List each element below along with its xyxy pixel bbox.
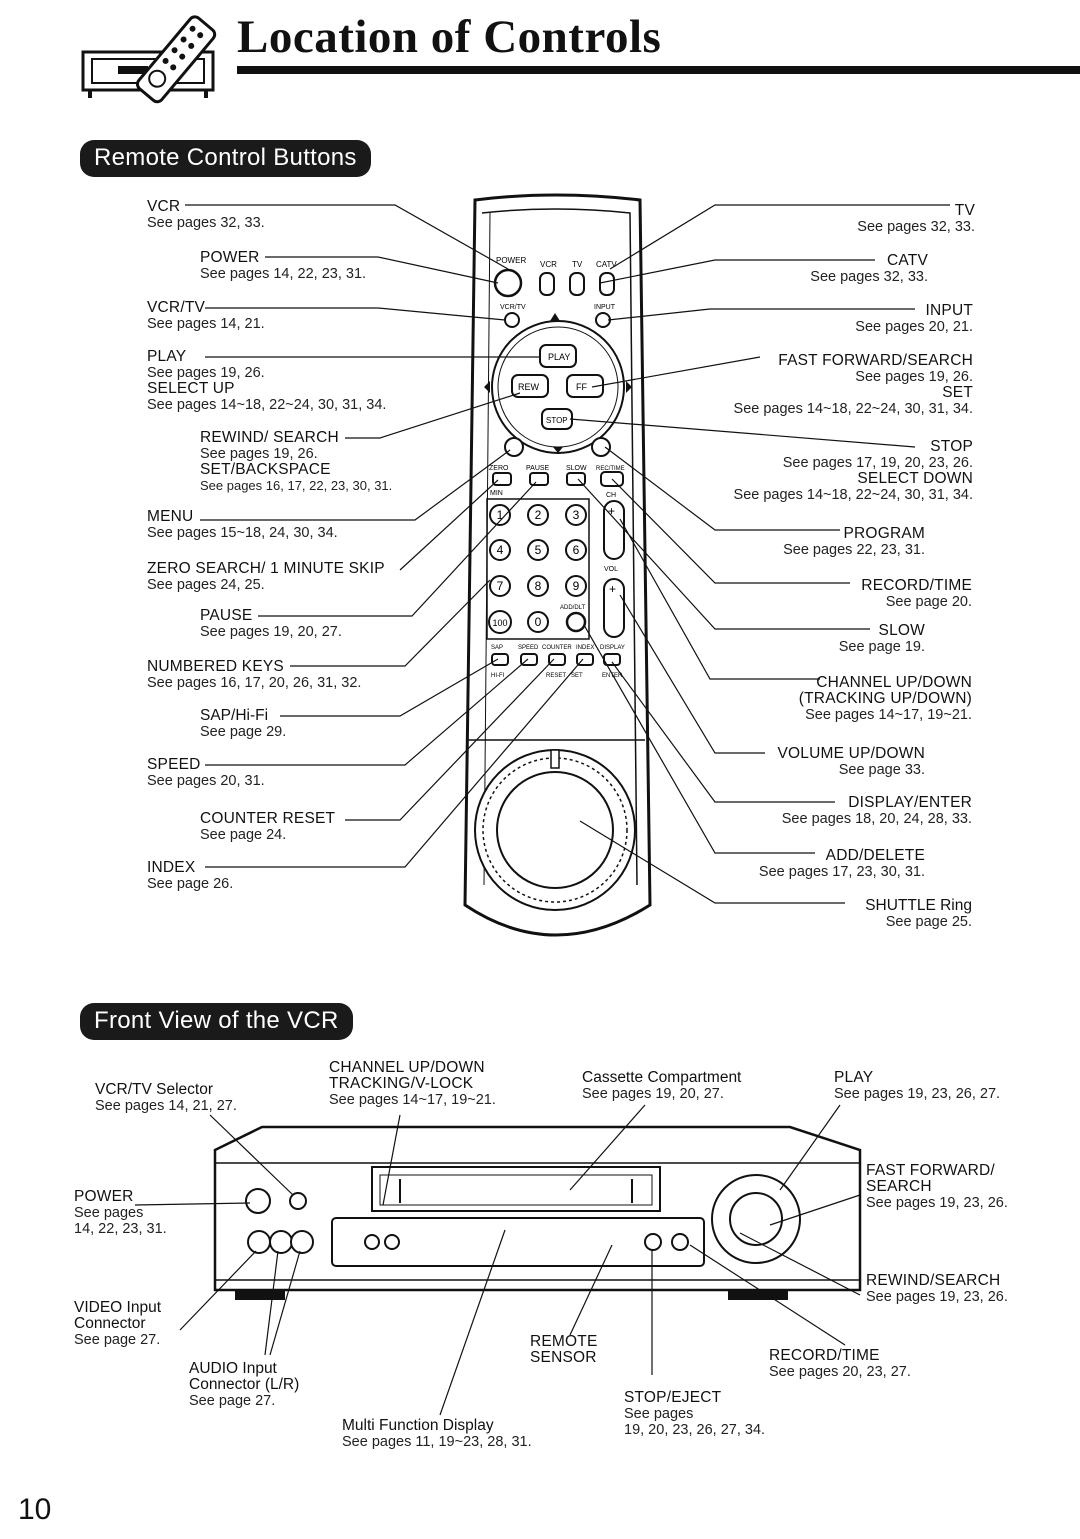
vcr-diagram (0, 1055, 1080, 1455)
page-title: Location of Controls (237, 11, 662, 63)
remote-key-index: INDEX (576, 645, 594, 651)
remote-key-power: POWER (496, 256, 526, 265)
vcr-callout-multi-function-display: Multi Function Display See pages 11, 19~… (342, 1417, 532, 1451)
title-rule (237, 66, 1080, 74)
callout-pause: PAUSE See pages 19, 20, 27. (200, 607, 342, 641)
remote-key-speed: SPEED (518, 645, 539, 651)
callout-slow: SLOW See page 19. (838, 622, 925, 656)
callout-display-enter: DISPLAY/ENTER See pages 18, 20, 24, 28, … (781, 794, 972, 828)
remote-key-pause: PAUSE (526, 465, 550, 472)
callout-rewind: REWIND/ SEARCH See pages 19, 26. SET/BAC… (200, 429, 393, 494)
remote-diagram: POWER VCR TV CATV VCR/TV INPUT PLAY REW … (0, 185, 1080, 945)
vcr-callout-audio-input: AUDIO Input Connector (L/R) See page 27. (189, 1360, 300, 1410)
callout-vcr: VCR See pages 32, 33. (147, 198, 265, 232)
callout-tv: TV See pages 32, 33. (857, 202, 975, 236)
vcr-callout-channel: CHANNEL UP/DOWN TRACKING/V-LOCK See page… (329, 1059, 496, 1109)
vcr-callout-video-input: VIDEO Input Connector See page 27. (74, 1299, 162, 1349)
remote-key-tv: TV (572, 260, 583, 269)
callout-play: PLAY See pages 19, 26. SELECT UP See pag… (147, 348, 387, 414)
remote-key-ch: CH (606, 492, 616, 499)
remote-key-reset: RESET (546, 673, 566, 679)
callout-menu: MENU See pages 15~18, 24, 30, 34. (147, 508, 338, 542)
callout-channel: CHANNEL UP/DOWN (TRACKING UP/DOWN) See p… (798, 674, 972, 724)
vcr-callout-remote-sensor: REMOTE SENSOR (530, 1333, 598, 1366)
remote-key-input: INPUT (594, 304, 616, 311)
remote-key-min: MIN (490, 490, 503, 497)
remote-key-2: 2 (535, 508, 542, 522)
remote-key-vcrtv: VCR/TV (500, 304, 526, 311)
vcr-callout-rewind: REWIND/SEARCH See pages 19, 23, 26. (866, 1272, 1008, 1306)
remote-key-slow: SLOW (566, 465, 587, 472)
vcr-section-heading: Front View of the VCR (80, 1003, 353, 1040)
callout-zero-search: ZERO SEARCH/ 1 MINUTE SKIP See pages 24,… (147, 560, 385, 594)
vcr-callout-stop-eject: STOP/EJECT See pages 19, 20, 23, 26, 27,… (624, 1389, 766, 1439)
remote-key-3: 3 (573, 508, 580, 522)
remote-key-stop: STOP (546, 416, 568, 425)
remote-key-catv: CATV (596, 260, 617, 269)
callout-power: POWER See pages 14, 22, 23, 31. (200, 249, 367, 283)
remote-key-enter: ENTER (602, 673, 623, 679)
remote-key-hifi: HI-FI (491, 673, 505, 679)
remote-key-rew: REW (518, 382, 540, 392)
callout-numbered-keys: NUMBERED KEYS See pages 16, 17, 20, 26, … (147, 658, 362, 692)
remote-key-play: PLAY (548, 352, 570, 362)
vcr-callout-power: POWER See pages 14, 22, 23, 31. (74, 1188, 167, 1238)
remote-key-set: SET (571, 673, 583, 679)
callout-fast-forward: FAST FORWARD/SEARCH See pages 19, 26. SE… (733, 352, 973, 418)
remote-key-7: 7 (497, 579, 504, 593)
remote-key-vol: VOL (604, 566, 618, 573)
callout-speed: SPEED See pages 20, 31. (147, 756, 265, 790)
header-icon (78, 12, 228, 112)
remote-key-9: 9 (573, 579, 580, 593)
remote-key-sap: SAP (491, 645, 503, 651)
page-number: 10 (18, 1493, 52, 1526)
callout-sap-hifi: SAP/Hi-Fi See page 29. (200, 707, 287, 741)
remote-key-6: 6 (573, 543, 580, 557)
remote-key-100: 100 (492, 618, 507, 628)
remote-key-4: 4 (497, 543, 504, 557)
remote-and-vcr-icon (81, 15, 217, 104)
remote-key-ff: FF (576, 382, 587, 392)
remote-key-5: 5 (535, 543, 542, 557)
callout-counter-reset: COUNTER RESET See page 24. (200, 810, 336, 844)
remote-power-key (493, 268, 523, 298)
vcr-callout-cassette: Cassette Compartment See pages 19, 20, 2… (582, 1069, 742, 1103)
callout-input: INPUT See pages 20, 21. (855, 302, 973, 336)
remote-key-zero: ZERO (489, 465, 509, 472)
vcr-callout-record-time: RECORD/TIME See pages 20, 23, 27. (769, 1347, 911, 1381)
callout-add-delete: ADD/DELETE See pages 17, 23, 30, 31. (758, 847, 925, 881)
callout-catv: CATV See pages 32, 33. (810, 252, 928, 286)
callout-stop: STOP See pages 17, 19, 20, 23, 26. SELEC… (733, 438, 973, 504)
callout-program: PROGRAM See pages 22, 23, 31. (783, 525, 925, 559)
remote-key-display: DISPLAY (600, 645, 625, 651)
remote-section-heading: Remote Control Buttons (80, 140, 371, 177)
svg-text:+: + (609, 582, 616, 596)
remote-key-adddlt: ADD/DLT (560, 605, 586, 611)
remote-key-0: 0 (535, 615, 542, 629)
callout-shuttle-ring: SHUTTLE Ring See page 25. (865, 897, 972, 931)
remote-key-vcr: VCR (540, 260, 557, 269)
vcr-diagram-svg (134, 1104, 862, 1416)
callout-record-time: RECORD/TIME See page 20. (861, 577, 972, 611)
callout-volume: VOLUME UP/DOWN See page 33. (777, 745, 925, 779)
vcr-callout-vcrtv-selector: VCR/TV Selector See pages 14, 21, 27. (95, 1081, 237, 1115)
remote-key-counter: COUNTER (542, 645, 572, 651)
svg-text:+: + (608, 504, 615, 518)
remote-key-1: 1 (497, 508, 504, 522)
vcr-callout-fast-forward: FAST FORWARD/ SEARCH See pages 19, 23, 2… (866, 1162, 1008, 1212)
callout-index: INDEX See page 26. (147, 859, 234, 893)
remote-key-rec: REC/TIME (596, 466, 625, 472)
vcr-callout-play: PLAY See pages 19, 23, 26, 27. (834, 1069, 1001, 1103)
remote-key-8: 8 (535, 579, 542, 593)
remote-diagram-svg: POWER VCR TV CATV VCR/TV INPUT PLAY REW … (185, 193, 950, 937)
remote-number-keys: 1 2 3 4 5 6 7 8 9 100 0 (488, 504, 587, 634)
callout-vcrtv: VCR/TV See pages 14, 21. (147, 299, 265, 333)
